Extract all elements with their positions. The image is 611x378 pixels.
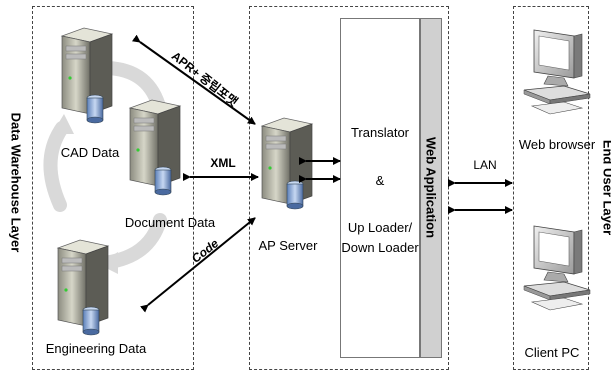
lan-edge-label: LAN [473,158,497,172]
up-loader-label: Up Loader/ [347,220,413,235]
application-layer-box [249,6,449,370]
engineering-data-label: Engineering Data [45,341,147,356]
down-loader-label: Down Loader [341,240,419,255]
web-application-strip [420,18,442,358]
data-warehouse-layer-box [32,6,194,370]
apr-arrow [131,34,256,125]
xml-edge-label: XML [210,156,236,170]
client-pc-label: Client PC [524,345,580,360]
web-application-title: Web Application [423,136,439,239]
end-user-layer-title: End User Layer [600,139,611,236]
web-browser-pc-icon [523,29,591,115]
end-user-layer-box [513,6,589,370]
ap-server-icon [260,117,314,210]
cad-data-label: CAD Data [60,145,120,160]
web-browser-label: Web browser [518,137,596,152]
translator-label: Translator [350,125,410,140]
translator-box [340,18,420,358]
engineering-server-icon [56,239,110,336]
ap-server-label: AP Server [258,238,318,253]
cad-server-icon [60,27,114,124]
client-pc-icon [523,225,591,311]
document-data-label: Document Data [124,215,216,230]
ampersand-label: & [375,173,385,188]
data-warehouse-layer-title: Data Warehouse Layer [8,112,24,253]
code-arrow [140,217,256,313]
